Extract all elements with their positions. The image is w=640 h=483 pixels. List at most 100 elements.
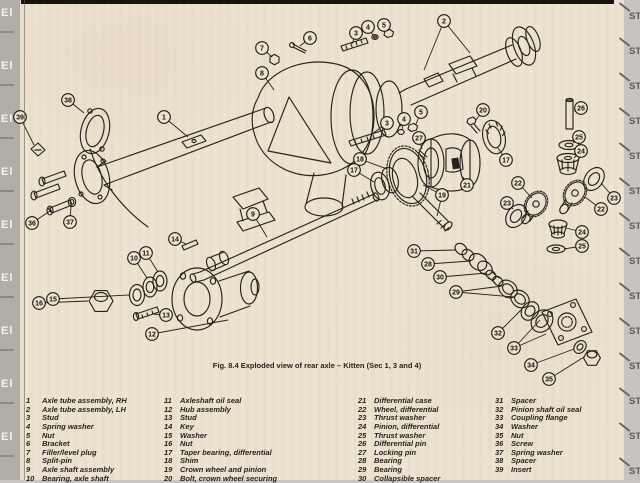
svg-text:17: 17 — [350, 168, 358, 175]
insert — [30, 142, 46, 157]
svg-text:10: 10 — [130, 256, 138, 263]
edge-divider-line — [0, 31, 14, 33]
part-number: 1 — [26, 396, 31, 405]
svg-text:27: 27 — [415, 136, 423, 143]
part-label: Stud — [180, 413, 197, 423]
part-number: 32 — [495, 404, 504, 414]
hub-nut — [88, 290, 114, 312]
edge-divider-line — [0, 402, 14, 404]
svg-text:9: 9 — [251, 212, 255, 219]
part-label: Axle tube assembly, LH — [42, 404, 126, 414]
thrust-washer-right — [583, 166, 605, 192]
svg-text:29: 29 — [452, 290, 460, 297]
callout-3: 3 — [349, 26, 363, 45]
edge-divider-line — [0, 190, 14, 192]
page-top-edge — [21, 0, 614, 4]
svg-text:34: 34 — [527, 363, 535, 370]
callout-39: 39 — [13, 110, 35, 146]
svg-text:36: 36 — [28, 221, 36, 228]
part-number: 22 — [358, 404, 367, 414]
part-number: 19 — [164, 465, 173, 475]
edge-text-fragment: El — [1, 166, 14, 178]
part-number: 29 — [358, 465, 367, 475]
parts-list-item: 11 Axleshaft oil seal — [164, 396, 277, 405]
hub-stud — [135, 306, 160, 320]
part-number: 35 — [495, 430, 504, 440]
edge-divider-line — [0, 137, 14, 139]
svg-text:2: 2 — [442, 19, 446, 26]
part-number: 5 — [26, 430, 31, 440]
taper-bearing-right — [481, 119, 507, 155]
callout-19: 19 — [422, 184, 449, 217]
part-number: 2 — [26, 404, 31, 414]
svg-text:3: 3 — [385, 121, 389, 128]
part-label: Pinion, differential — [374, 421, 440, 431]
svg-text:12: 12 — [148, 332, 156, 339]
part-number: 30 — [358, 473, 367, 483]
parts-list-item: 1 Axle tube assembly, RH — [26, 396, 127, 405]
part-label: Bearing — [374, 465, 402, 475]
hub-assembly — [88, 239, 260, 331]
callout-30: 30 — [433, 270, 488, 284]
part-label: Insert — [511, 465, 532, 475]
callout-17: 17 — [497, 147, 513, 167]
edge-text-fragment: El — [1, 431, 14, 443]
callout-22: 22 — [584, 196, 608, 216]
part-label: Hub assembly — [180, 404, 231, 414]
part-number: 6 — [26, 439, 31, 449]
axle-shaft — [189, 189, 380, 283]
callout-9: 9 — [246, 207, 268, 238]
part-number: 11 — [164, 396, 172, 405]
part-label: Bracket — [42, 439, 70, 449]
edge-text-fragment: ST — [629, 466, 640, 477]
thrust-washer-center — [505, 203, 527, 229]
svg-text:5: 5 — [419, 110, 423, 117]
callout-18: 18 — [353, 152, 388, 170]
part-number: 4 — [26, 421, 31, 431]
parts-list-item: 14 Key — [164, 422, 277, 431]
callout-34: 34 — [524, 348, 575, 372]
svg-text:17: 17 — [502, 158, 510, 165]
part-number: 13 — [164, 413, 173, 423]
part-label: Collapsible spacer — [374, 473, 441, 483]
screws-washers-left — [30, 170, 77, 216]
part-number: 10 — [26, 473, 35, 483]
part-label: Axleshaft oil seal — [180, 396, 242, 405]
part-label: Axle tube assembly, RH — [42, 396, 127, 405]
svg-text:20: 20 — [479, 108, 487, 115]
callout-14: 14 — [168, 232, 187, 246]
svg-text:24: 24 — [577, 149, 585, 156]
callout-12: 12 — [145, 319, 229, 341]
svg-text:6: 6 — [308, 36, 312, 43]
callout-20: 20 — [475, 103, 490, 121]
part-label: Screw — [511, 439, 534, 449]
part-number: 36 — [495, 439, 504, 449]
svg-text:19: 19 — [438, 193, 446, 200]
svg-text:11: 11 — [142, 251, 150, 258]
callout-3: 3 — [371, 116, 394, 135]
svg-text:1: 1 — [162, 115, 166, 122]
shim — [381, 166, 399, 194]
svg-text:14: 14 — [171, 237, 179, 244]
manual-page — [20, 0, 624, 480]
edge-text-fragment: ST — [629, 186, 640, 197]
callout-4: 4 — [361, 20, 375, 36]
edge-text-fragment: ST — [629, 361, 640, 372]
part-number: 14 — [164, 421, 173, 431]
part-label: Key — [180, 421, 194, 431]
edge-text-fragment: El — [1, 378, 14, 390]
